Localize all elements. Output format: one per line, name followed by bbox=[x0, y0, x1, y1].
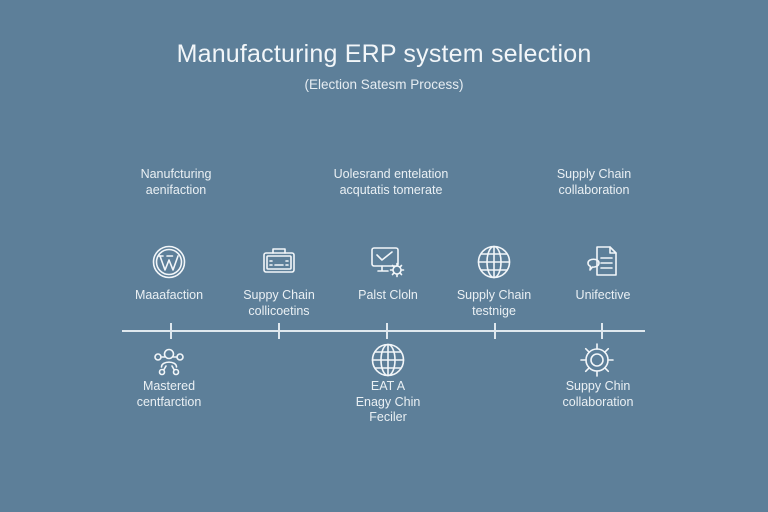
team-network-icon bbox=[149, 340, 189, 380]
globe-icon bbox=[474, 242, 514, 282]
lower-label-3: Suppy Chin collaboration bbox=[562, 379, 634, 409]
timeline-tick bbox=[494, 323, 496, 339]
top-label-supply-chain: Supply Chain collaboration bbox=[556, 167, 632, 197]
monitor-gear-icon bbox=[368, 242, 408, 282]
upper-label-4: Supply Chain testnige bbox=[456, 288, 532, 318]
timeline-tick bbox=[386, 323, 388, 339]
top-label-manufacturing: Nanufcturing aenifaction bbox=[140, 167, 212, 197]
upper-label-2: Suppy Chain collicoetins bbox=[243, 288, 315, 318]
globe-icon bbox=[368, 340, 408, 380]
timeline-tick bbox=[170, 323, 172, 339]
upper-label-1: Maaafaction bbox=[134, 288, 204, 302]
lower-label-1: Mastered centfarction bbox=[136, 379, 202, 409]
top-label-relation: Uolesrand entelation acqutatis tomerate bbox=[333, 167, 449, 197]
upper-label-3: Palst Cloln bbox=[358, 288, 418, 302]
timeline-axis bbox=[122, 330, 645, 332]
gear-icon bbox=[577, 340, 617, 380]
document-chat-icon bbox=[583, 242, 623, 282]
card-reader-icon bbox=[259, 242, 299, 282]
diagram-subtitle: (Election Satesm Process) bbox=[304, 77, 464, 92]
wordpress-icon bbox=[149, 242, 189, 282]
timeline-tick bbox=[278, 323, 280, 339]
diagram-title: Manufacturing ERP system selection bbox=[176, 40, 592, 68]
upper-label-5: Unifective bbox=[575, 288, 631, 302]
lower-label-2: EAT A Enagy Chin Feciler bbox=[355, 379, 421, 424]
timeline-tick bbox=[601, 323, 603, 339]
